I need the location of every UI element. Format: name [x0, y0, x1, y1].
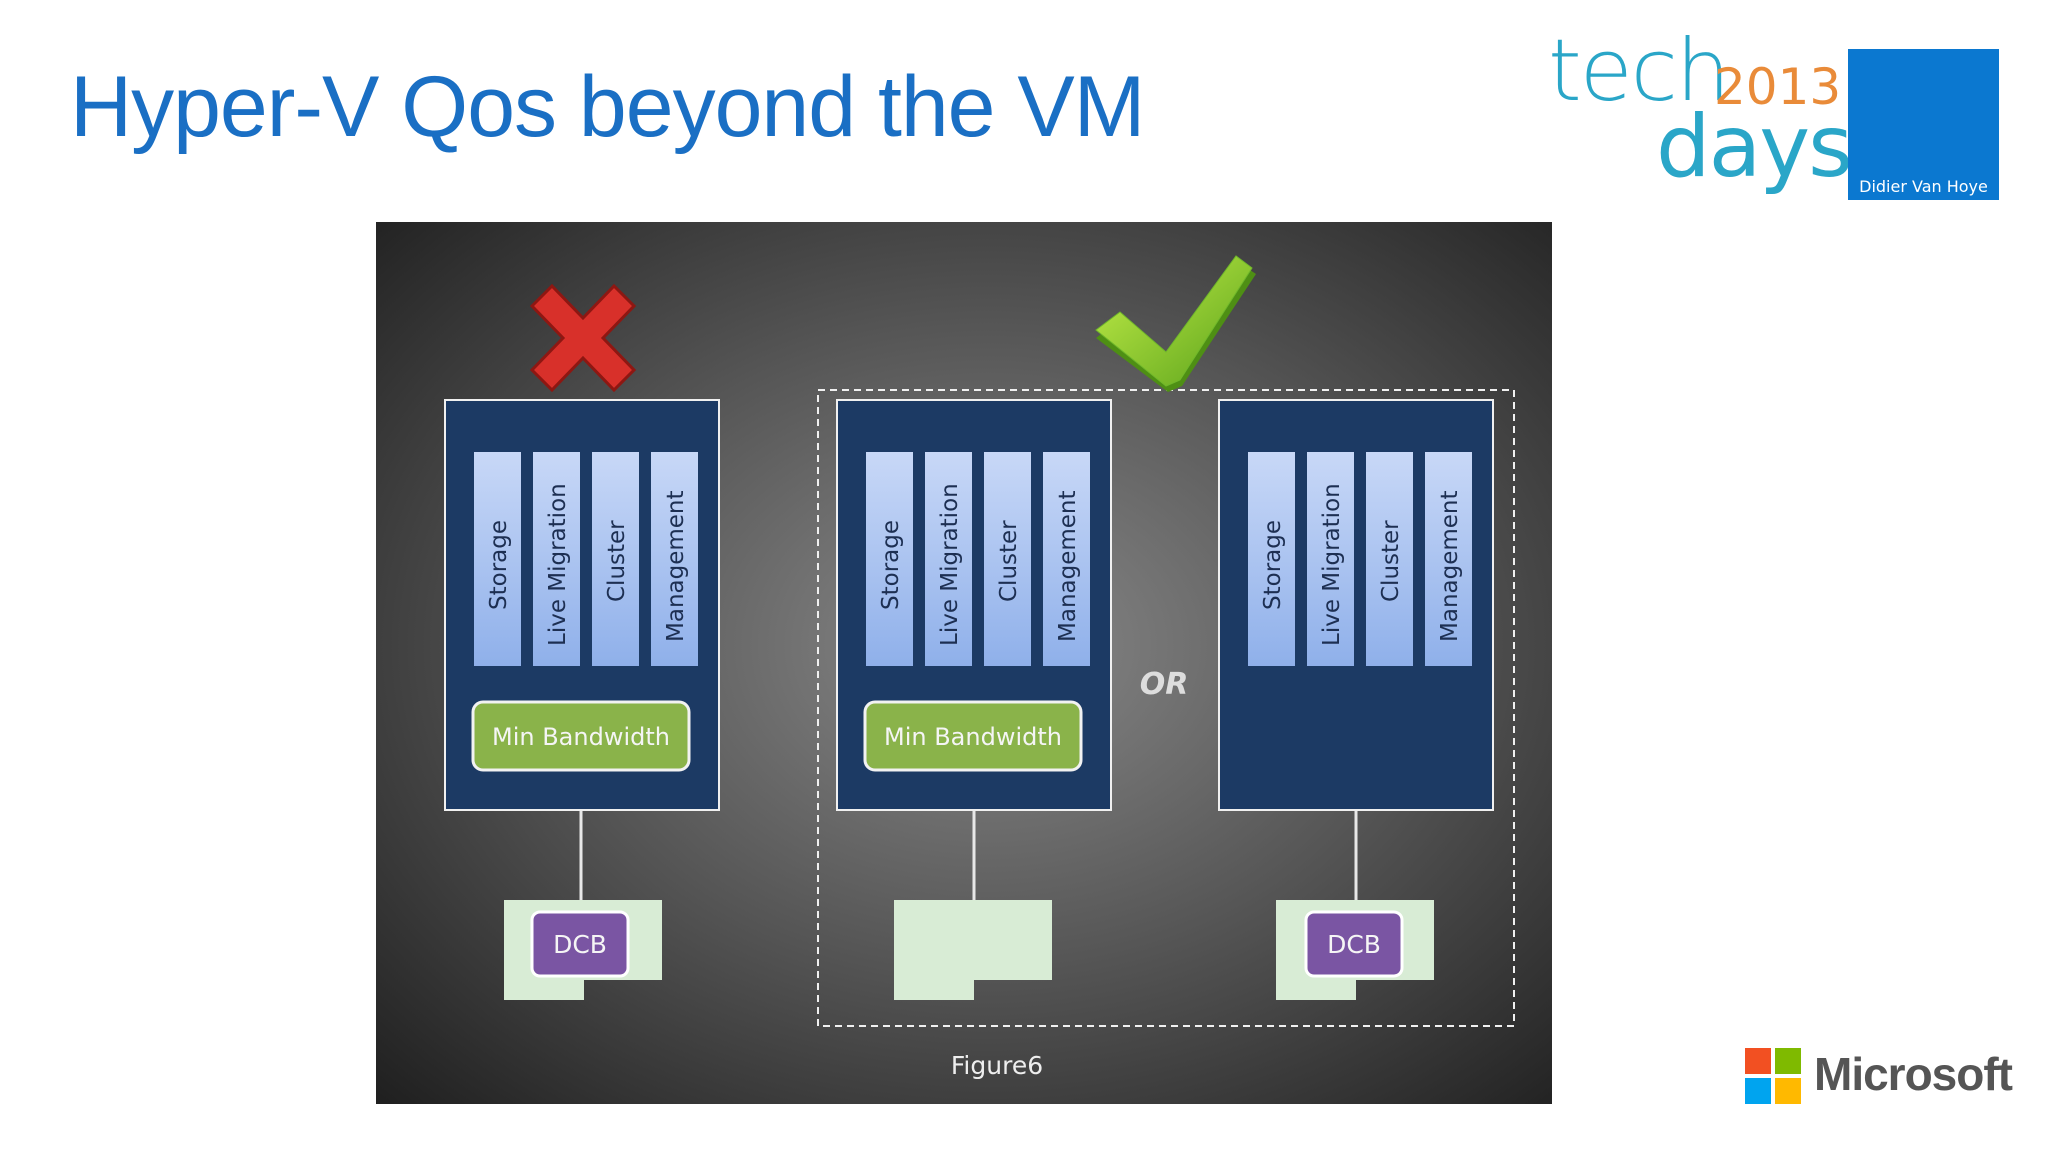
svg-text:Storage: Storage [878, 520, 904, 610]
nic-middle [894, 900, 1052, 1000]
presenter-badge: Didier Van Hoye [1848, 49, 1999, 200]
lane-storage: Storage [1248, 452, 1295, 666]
lane-cluster: Cluster [592, 452, 639, 666]
svg-text:DCB: DCB [1327, 930, 1381, 959]
lane-live-migration: Live Migration [925, 452, 972, 666]
min-bandwidth-button-left: Min Bandwidth [471, 700, 691, 772]
svg-text:Live Migration: Live Migration [937, 483, 963, 646]
svg-text:DCB: DCB [553, 930, 607, 959]
logo-year-text: 2013 [1714, 58, 1842, 116]
svg-text:Live Migration: Live Migration [545, 483, 571, 646]
host-box-middle: Storage Live Migration Cluster Managemen… [836, 399, 1112, 811]
figure-caption: Figure6 [951, 1051, 1043, 1080]
svg-text:Management: Management [1055, 490, 1081, 642]
dcb-badge-left: DCB [530, 910, 630, 978]
min-bandwidth-button-middle: Min Bandwidth [863, 700, 1083, 772]
lane-live-migration: Live Migration [1307, 452, 1354, 666]
svg-text:Min Bandwidth: Min Bandwidth [884, 723, 1062, 751]
lane-management: Management [1425, 452, 1472, 666]
lane-cluster: Cluster [1366, 452, 1413, 666]
lane-storage: Storage [866, 452, 913, 666]
slide-title: Hyper-V Qos beyond the VM [70, 59, 1145, 155]
microsoft-wordmark: Microsoft [1814, 1048, 2013, 1100]
green-check-icon [1095, 255, 1256, 392]
or-label: OR [1140, 667, 1189, 702]
lane-live-migration: Live Migration [533, 452, 580, 666]
svg-text:Storage: Storage [486, 520, 512, 610]
lane-cluster: Cluster [984, 452, 1031, 666]
logo-days-text: days [1656, 97, 1853, 197]
svg-text:Cluster: Cluster [1378, 520, 1404, 602]
svg-text:Live Migration: Live Migration [1319, 483, 1345, 646]
logo-tech-text: tech [1548, 21, 1730, 121]
svg-text:Management: Management [663, 490, 689, 642]
host-box-right: Storage Live Migration Cluster Managemen… [1218, 399, 1494, 811]
figure-diagram: DCB DCB Storage Live Migration Cluster [376, 222, 1552, 1104]
red-cross-icon [529, 283, 637, 393]
host-box-left: Storage Live Migration Cluster Managemen… [444, 399, 720, 811]
svg-text:Cluster: Cluster [996, 520, 1022, 602]
svg-text:Cluster: Cluster [604, 520, 630, 602]
presenter-name: Didier Van Hoye [1859, 177, 1988, 196]
dcb-badge-right: DCB [1304, 910, 1404, 978]
svg-text:Management: Management [1437, 490, 1463, 642]
microsoft-logo-icon [1745, 1048, 1801, 1104]
lane-management: Management [651, 452, 698, 666]
svg-text:Storage: Storage [1260, 520, 1286, 610]
svg-text:Min Bandwidth: Min Bandwidth [492, 723, 670, 751]
lane-management: Management [1043, 452, 1090, 666]
lane-storage: Storage [474, 452, 521, 666]
